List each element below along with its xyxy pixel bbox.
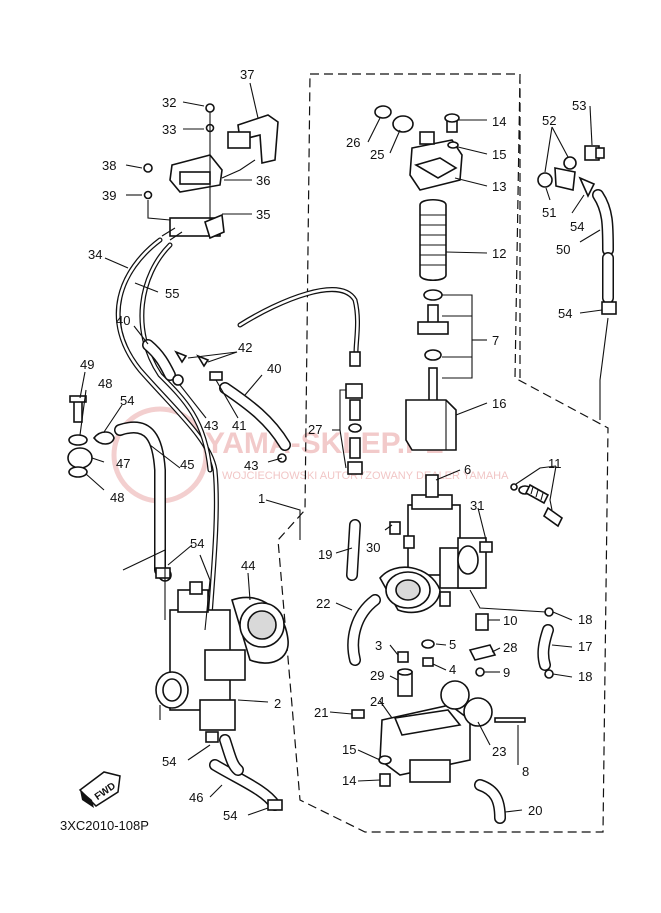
- callout-4: 4: [449, 662, 456, 677]
- callout-7: 7: [492, 333, 499, 348]
- callout-24: 24: [370, 694, 384, 709]
- callout-46: 46: [189, 790, 203, 805]
- callout-3: 3: [375, 638, 382, 653]
- jet-group: [345, 351, 363, 475]
- callout-26: 26: [346, 135, 360, 150]
- callout-40-left: 40: [116, 313, 130, 328]
- left-small-parts: [67, 350, 287, 579]
- callout-2: 2: [274, 696, 281, 711]
- carb-top-group: [374, 105, 463, 451]
- callout-32: 32: [162, 95, 176, 110]
- callout-27: 27: [308, 422, 322, 437]
- callout-8: 8: [522, 764, 529, 779]
- callout-14-top: 14: [492, 114, 506, 129]
- callout-54-right: 54: [558, 306, 572, 321]
- callout-18-top: 18: [578, 612, 592, 627]
- callout-15-top: 15: [492, 147, 506, 162]
- callout-9: 9: [503, 665, 510, 680]
- callout-54-bottom: 54: [223, 808, 237, 823]
- callout-48-top: 48: [98, 376, 112, 391]
- watermark-main: YAMA-SKLEP.PL: [205, 427, 443, 460]
- carburetor-body: [379, 474, 493, 614]
- cables: [115, 227, 361, 653]
- callout-25: 25: [370, 147, 384, 162]
- callout-13: 13: [492, 179, 506, 194]
- callout-17: 17: [578, 639, 592, 654]
- carburetor-assembled: [155, 568, 289, 811]
- hoses: [114, 189, 614, 824]
- leader-lines: [79, 82, 609, 816]
- callout-34: 34: [88, 247, 102, 262]
- callout-21: 21: [314, 705, 328, 720]
- callout-35: 35: [256, 207, 270, 222]
- callout-28: 28: [503, 640, 517, 655]
- callout-15-bottom: 15: [342, 742, 356, 757]
- callout-43-top: 43: [204, 418, 218, 433]
- callout-22: 22: [316, 596, 330, 611]
- callout-39: 39: [102, 188, 116, 203]
- callout-48-bottom: 48: [110, 490, 124, 505]
- callout-55: 55: [165, 286, 179, 301]
- callout-labels: 32 33 37 38 39 36 35 34 55 40 42 40 49 4…: [80, 67, 592, 823]
- diagram-code: 3XC2010-108P: [60, 818, 149, 833]
- callout-1: 1: [258, 491, 265, 506]
- tps-sensor-group: [143, 103, 279, 240]
- callout-52: 52: [542, 113, 556, 128]
- callout-16: 16: [492, 396, 506, 411]
- callout-5: 5: [449, 637, 456, 652]
- callout-11: 11: [548, 456, 562, 471]
- callout-29: 29: [370, 668, 384, 683]
- callout-44: 44: [241, 558, 255, 573]
- callout-37: 37: [240, 67, 254, 82]
- callout-54-left: 54: [120, 393, 134, 408]
- callout-41: 41: [232, 418, 246, 433]
- callout-18-bottom: 18: [578, 669, 592, 684]
- callout-54-mid: 54: [190, 536, 204, 551]
- callout-33: 33: [162, 122, 176, 137]
- callout-10: 10: [503, 613, 517, 628]
- callout-53: 53: [572, 98, 586, 113]
- watermark: YAMA-SKLEP.PL WOJCIECHOWSKI AUTORYZOWANY…: [111, 406, 509, 504]
- callout-23: 23: [492, 744, 506, 759]
- callout-31: 31: [470, 498, 484, 513]
- fwd-arrow-icon: FWD: [78, 771, 121, 808]
- callout-45: 45: [180, 457, 194, 472]
- carb-small-parts: [397, 483, 564, 697]
- callout-54-topright: 54: [570, 219, 584, 234]
- callout-47: 47: [116, 456, 130, 471]
- callout-38: 38: [102, 158, 116, 173]
- callout-42: 42: [238, 340, 252, 355]
- callout-6: 6: [464, 462, 471, 477]
- float-bowl-group: [351, 680, 526, 787]
- callout-54-low: 54: [162, 754, 176, 769]
- callout-43-bottom: 43: [244, 458, 258, 473]
- vent-fitting-group: [537, 145, 617, 315]
- callout-50: 50: [556, 242, 570, 257]
- callout-36: 36: [256, 173, 270, 188]
- callout-30: 30: [366, 540, 380, 555]
- group-borders: [277, 73, 609, 833]
- callout-19: 19: [318, 547, 332, 562]
- callout-40-right: 40: [267, 361, 281, 376]
- callout-20: 20: [528, 803, 542, 818]
- callout-51: 51: [542, 205, 556, 220]
- callout-14-bottom: 14: [342, 773, 356, 788]
- callout-49: 49: [80, 357, 94, 372]
- callout-12: 12: [492, 246, 506, 261]
